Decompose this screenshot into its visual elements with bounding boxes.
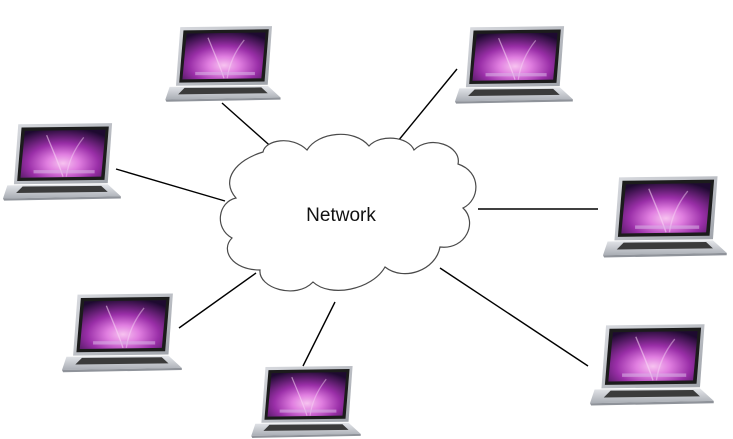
laptop-icon bbox=[603, 175, 728, 259]
cloud-shape bbox=[219, 133, 477, 292]
laptop-icon bbox=[165, 25, 282, 103]
connection-line bbox=[302, 301, 336, 367]
connection-lines bbox=[115, 68, 598, 367]
laptop-icon bbox=[250, 365, 362, 439]
laptop-icon bbox=[590, 323, 715, 407]
cloud-label: Network bbox=[306, 205, 376, 226]
connection-line bbox=[178, 272, 257, 329]
laptop-icon bbox=[3, 122, 122, 202]
connection-line bbox=[397, 68, 458, 142]
connection-line bbox=[221, 102, 277, 152]
laptop-icon bbox=[455, 25, 574, 105]
laptop-icon bbox=[62, 292, 183, 373]
connection-line bbox=[115, 168, 226, 202]
network-cloud: Network bbox=[219, 133, 477, 292]
connection-line bbox=[439, 267, 589, 367]
